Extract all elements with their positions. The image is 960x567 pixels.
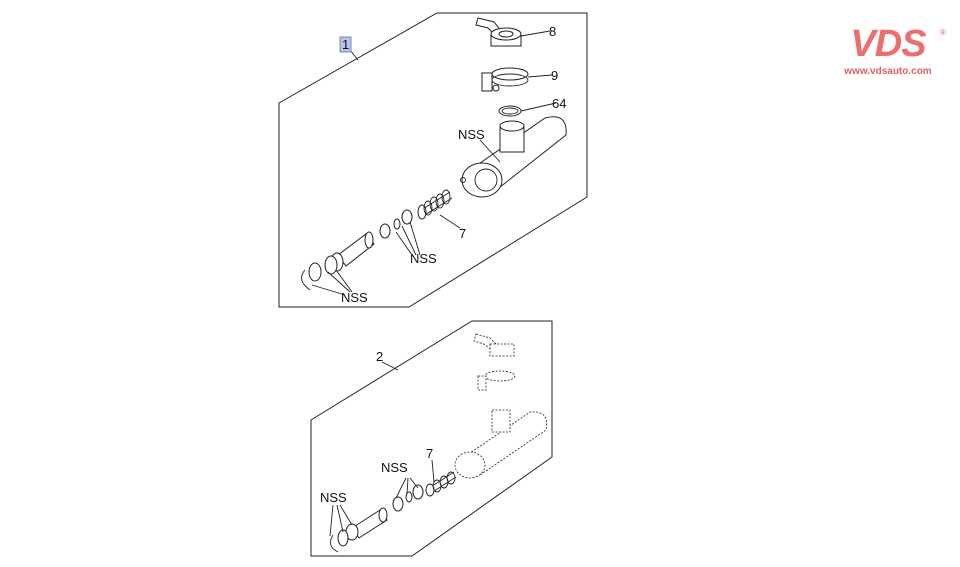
assembly-2-ref[interactable]: 2 <box>376 349 383 364</box>
logo-url: www.vdsauto.com <box>844 66 932 77</box>
seal-parts-2[interactable] <box>392 484 424 512</box>
callout-nss-seals-2[interactable]: NSS <box>381 460 408 475</box>
spring-part-2[interactable] <box>425 471 457 497</box>
assembly-2-panel: 2 NSS 7 NSS <box>310 320 553 557</box>
clamp-part[interactable] <box>481 67 529 92</box>
assembly-1-ref[interactable]: 1 <box>342 37 349 52</box>
logo-mark: VDS <box>850 23 926 65</box>
reservoir-connector-part[interactable] <box>475 17 522 47</box>
callout-7[interactable]: 7 <box>459 226 466 241</box>
callout-9[interactable]: 9 <box>551 68 558 83</box>
master-cylinder-body-part[interactable] <box>460 116 567 198</box>
callout-8[interactable]: 8 <box>549 24 556 39</box>
vds-logo: VDS www.vdsauto.com <box>826 23 950 77</box>
callout-64[interactable]: 64 <box>552 96 566 111</box>
callout-7-2[interactable]: 7 <box>426 446 433 461</box>
callout-nss-piston-2[interactable]: NSS <box>320 490 347 505</box>
assembly-2-ghost-parts <box>454 333 548 479</box>
registered-mark: ® <box>940 28 946 37</box>
piston-part[interactable] <box>324 231 375 275</box>
seal-parts[interactable] <box>379 209 413 239</box>
callout-nss-seals[interactable]: NSS <box>410 251 437 266</box>
callout-nss-body[interactable]: NSS <box>458 127 485 142</box>
piston-part-2[interactable] <box>345 507 388 541</box>
callout-nss-piston[interactable]: NSS <box>341 290 368 305</box>
circlip-part-2[interactable] <box>329 534 339 553</box>
circlip-part[interactable] <box>301 269 311 291</box>
spring-part[interactable] <box>417 189 453 220</box>
washer-part[interactable] <box>308 262 322 282</box>
washer-part-2[interactable] <box>337 529 349 547</box>
assembly-1-ref-highlight[interactable] <box>339 36 352 53</box>
assembly-1-panel: 1 8 9 64 NSS 7 NSS NSS <box>278 12 588 308</box>
